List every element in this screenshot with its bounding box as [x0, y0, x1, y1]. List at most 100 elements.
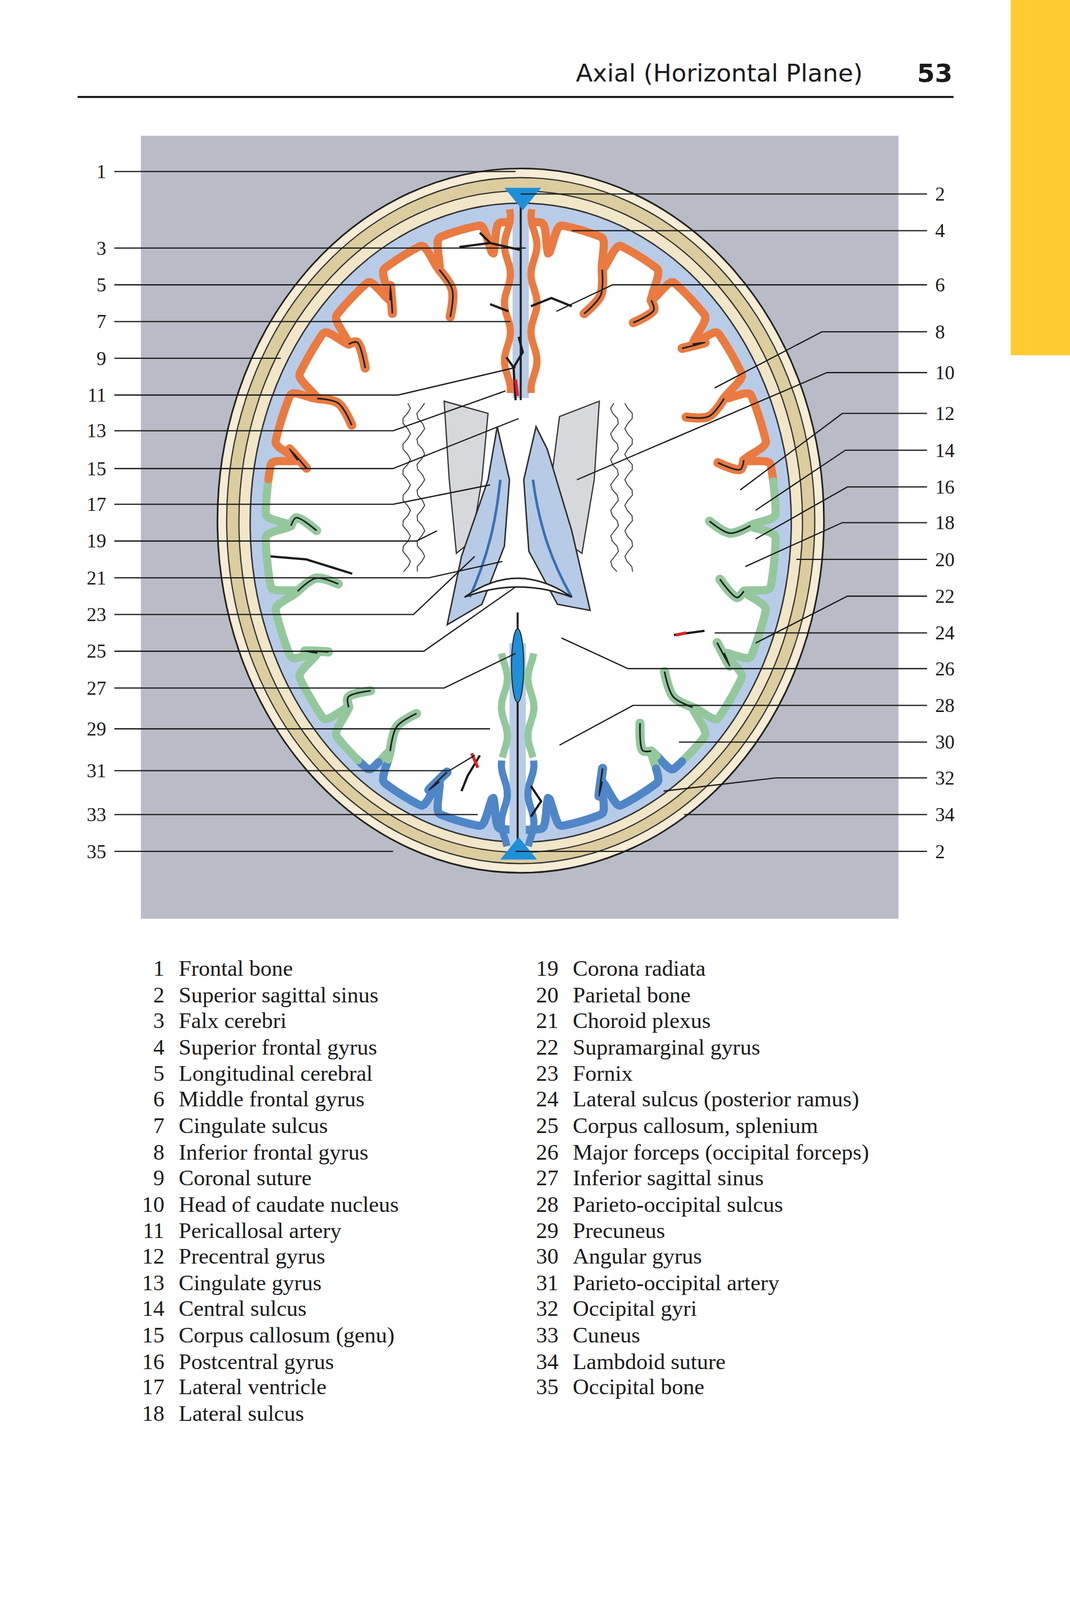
sulcus-band	[347, 690, 371, 708]
key-number: 8	[153, 1141, 165, 1164]
callout-number: 6	[935, 275, 946, 295]
callout-number: 30	[935, 732, 955, 752]
key-term: Corpus callosum, splenium	[572, 1114, 818, 1138]
leader-line	[114, 284, 521, 286]
callout-number: 9	[96, 348, 107, 368]
sulcus-line	[390, 713, 417, 752]
callout-number: 17	[86, 494, 107, 515]
key-term: Parieto-occipital artery	[572, 1272, 779, 1295]
sulcus-band	[681, 342, 705, 349]
leader-line	[114, 367, 516, 396]
key-number: 32	[536, 1298, 559, 1321]
artery	[270, 556, 353, 574]
leader-line	[114, 418, 519, 469]
key-number: 24	[536, 1088, 559, 1112]
key-term: Parieto-occipital sulcus	[572, 1193, 783, 1216]
key-number: 14	[142, 1298, 165, 1321]
leader-line	[520, 193, 928, 195]
figure-background	[141, 135, 899, 920]
callout-number: 16	[935, 477, 955, 497]
key-term: Lambdoid suture	[572, 1350, 726, 1374]
header-rule	[77, 96, 955, 99]
key-term: Superior frontal gyrus	[178, 1036, 378, 1059]
sulcus-line	[640, 723, 652, 752]
medial-cortex	[528, 760, 534, 847]
callout-number: 26	[935, 658, 955, 679]
key-number: 33	[536, 1324, 559, 1347]
sulcus-line	[349, 342, 366, 369]
key-term: Lateral sulcus	[178, 1402, 305, 1426]
key-term: Cingulate sulcus	[178, 1114, 328, 1138]
key-number: 34	[536, 1350, 559, 1374]
leader-line	[114, 170, 516, 172]
key-term: Lateral sulcus (posterior ramus)	[572, 1088, 859, 1112]
leader-line	[559, 705, 928, 746]
leader-line	[114, 390, 506, 431]
callout-number: 10	[935, 363, 955, 383]
medial-cortex	[501, 653, 508, 758]
callout-number: 32	[935, 768, 955, 788]
internal-capsule	[416, 403, 425, 572]
sulcus-band	[428, 772, 448, 790]
sulcus-line	[716, 642, 730, 667]
leader-line	[114, 530, 438, 542]
callout-number: 21	[86, 568, 107, 588]
key-number: 7	[153, 1114, 165, 1138]
page-number: 53	[916, 60, 953, 87]
sulcus-line	[719, 579, 744, 598]
sulcus-band	[291, 517, 317, 531]
key-number: 11	[142, 1219, 165, 1242]
falx-cerebri	[519, 193, 522, 401]
medial-cortex	[530, 209, 538, 394]
key-term: Cuneus	[572, 1324, 641, 1347]
sulcus-line	[709, 521, 751, 534]
skull-outer-table	[217, 168, 824, 873]
callout-number: 18	[935, 513, 955, 533]
key-number: 18	[142, 1402, 165, 1426]
internal-capsule	[624, 403, 633, 572]
key-number: 25	[536, 1114, 559, 1138]
key-number: 15	[142, 1324, 165, 1347]
key-term: Pericallosal artery	[178, 1219, 342, 1242]
key-number: 9	[153, 1167, 165, 1190]
key-term: Superior sagittal sinus	[178, 983, 379, 1007]
key-number: 19	[536, 957, 559, 981]
key-number: 1	[153, 957, 165, 981]
lateral-ventricle	[447, 426, 510, 625]
artery	[530, 786, 542, 818]
artery	[461, 755, 480, 792]
callout-number: 13	[86, 421, 107, 441]
sulcus-band	[709, 521, 751, 534]
medial-cortex	[527, 653, 534, 758]
sulcus-band	[584, 269, 603, 314]
leader-line	[576, 372, 927, 480]
key-term: Frontal bone	[178, 957, 294, 981]
thumb-tab	[1010, 0, 1070, 356]
leader-line	[714, 632, 927, 634]
sulcus-line	[390, 285, 393, 314]
sulcus-band	[289, 449, 307, 469]
leader-line	[679, 741, 928, 743]
internal-capsule	[610, 403, 619, 572]
choroid-plexus	[469, 479, 501, 598]
sulcus-band	[633, 300, 655, 323]
medial-cortex	[501, 760, 508, 847]
key-term: Head of caudate nucleus	[178, 1193, 399, 1216]
sulcus-band	[716, 642, 730, 667]
callout-number: 12	[935, 403, 955, 424]
key-number: 4	[153, 1036, 165, 1059]
key-term: Lateral ventricle	[178, 1376, 327, 1400]
leader-line	[114, 247, 527, 249]
key-number: 12	[142, 1245, 165, 1269]
leader-line	[114, 728, 491, 730]
cortex-band	[681, 525, 776, 762]
callout-number: 15	[86, 458, 107, 479]
key-number: 17	[142, 1376, 165, 1400]
choroid-plexus	[532, 479, 572, 598]
sulcus-band	[717, 460, 744, 470]
medial-cortex	[504, 209, 511, 394]
key-number: 2	[153, 983, 165, 1007]
sulcus-line	[633, 300, 655, 323]
sulcus-band	[349, 342, 366, 369]
